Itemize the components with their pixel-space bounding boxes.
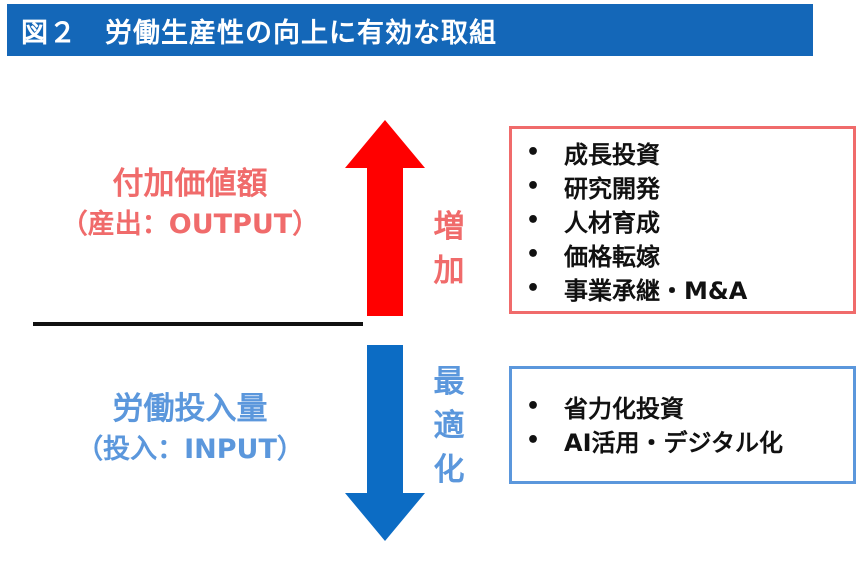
bullet: • [526,275,541,301]
up-arrow-icon [345,120,425,316]
input-measures-list: • 省力化投資 • AI活用・デジタル化 [512,369,853,457]
increase-char: 加 [433,253,465,289]
output-measures-list: • 成長投資 • 研究開発 • 人材育成 • 価格転嫁 • 事業承継・M&A [512,129,853,305]
increase-label: 増 加 [429,205,469,293]
input-label-main: 労働投入量 [112,391,268,427]
bullet: • [526,207,541,233]
optimize-char: 最 [433,364,465,400]
figure-title-bar: 図２ 労働生産性の向上に有効な取組 [7,4,813,56]
output-label-main: 付加価値額 [112,166,268,202]
list-item-text: 事業承継・M&A [564,276,748,305]
list-item: • 研究開発 [512,169,853,203]
output-label: 付加価値額 （産出：OUTPUT） [20,163,360,245]
list-item-text: AI活用・デジタル化 [564,428,784,457]
bullet: • [526,241,541,267]
list-item: • 成長投資 [512,135,853,169]
output-measures-box: • 成長投資 • 研究開発 • 人材育成 • 価格転嫁 • 事業承継・M&A [509,126,856,314]
optimize-label: 最 適 化 [429,360,469,492]
bullet: • [526,393,541,419]
list-item: • 省力化投資 [512,389,853,423]
list-item-text: 人材育成 [564,208,660,237]
input-label: 労働投入量 （投入：INPUT） [20,388,360,470]
optimize-char: 化 [433,452,465,488]
divider-line [33,322,363,326]
list-item-text: 省力化投資 [564,394,684,423]
list-item-text: 価格転嫁 [564,242,660,271]
bullet: • [526,139,541,165]
increase-char: 増 [433,209,465,245]
list-item: • 価格転嫁 [512,237,853,271]
list-item-text: 研究開発 [564,174,660,203]
list-item-text: 成長投資 [564,140,660,169]
list-item: • 人材育成 [512,203,853,237]
input-label-sub: （投入：INPUT） [76,434,304,465]
optimize-char: 適 [433,408,465,444]
list-item: • AI活用・デジタル化 [512,423,853,457]
down-arrow-icon [345,345,425,541]
input-measures-box: • 省力化投資 • AI活用・デジタル化 [509,366,856,484]
bullet: • [526,173,541,199]
list-item: • 事業承継・M&A [512,271,853,305]
figure-title: 図２ 労働生産性の向上に有効な取組 [21,17,497,49]
bullet: • [526,427,541,453]
output-label-sub: （産出：OUTPUT） [60,209,320,240]
